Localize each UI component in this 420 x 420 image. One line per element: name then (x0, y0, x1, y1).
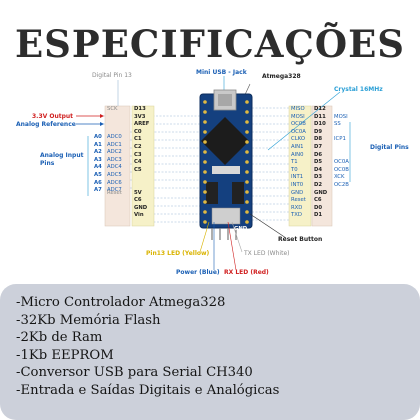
label-digital-pin-13: Digital Pin 13 (92, 72, 132, 79)
spec-item: -Micro Controlador Atmega328 (16, 295, 226, 310)
label-reset-button: Reset Button (278, 236, 323, 243)
label-pin13-led: Pin13 LED (Yellow) (146, 250, 210, 257)
arduino-nano-pinout-diagram: Digital Pin 13 Mini USB - Jack Atmega328… (0, 64, 420, 288)
label-tx-led: TX LED (White) (244, 250, 290, 257)
label-3v3-output: 3.3V Output (32, 113, 74, 120)
board-gnd-label: GND (234, 226, 248, 232)
spec-item: -Conversor USB para Serial CH340 (16, 365, 253, 381)
label-crystal: Crystal 16MHz (334, 86, 383, 93)
label-rx-led: RX LED (Red) (224, 269, 269, 276)
right-column-c-pins: MOSI SS ICP1 OC0A OC0B XCK OC2B (334, 113, 349, 188)
right-column-b-pins: D12 D11 D10 D9 D8 D7 D6 D5 D4 D3 D2 GND … (314, 106, 328, 219)
label-analog-input-pins: Analog Input Pins (40, 152, 84, 167)
label-analog-reference: Analog Reference (16, 121, 76, 128)
specifications-panel: -Micro Controlador Atmega328 -32Kb Memór… (0, 284, 420, 420)
label-mini-usb: Mini USB - Jack (196, 69, 247, 76)
left-column-b-pins: D13 3V3 AREF C0 C1 C2 C3 C4 C5 5V C6 GND… (134, 106, 150, 219)
left-column-a-pins: SCK Reset (107, 106, 122, 196)
label-digital-pins: Digital Pins (370, 144, 409, 151)
spec-item: -Entrada e Saídas Digitais e Analógicas (16, 382, 280, 398)
left-analog-pin-names: A0 A1 A2 A3 A4 A5 A6 A7 (94, 134, 102, 194)
specifications-list: -Micro Controlador Atmega328 -32Kb Memór… (16, 294, 279, 400)
label-power-led: Power (Blue) (176, 269, 220, 276)
right-column-a-pins: MISO MOSI OC0B OC0A CLKO AIN1 AIN0 T1 T0… (291, 106, 306, 219)
page-title: ESPECIFICAÇÕES (14, 22, 406, 66)
pinout-lines (76, 76, 351, 271)
left-adc-pin-names: ADC0 ADC1 ADC2 ADC3 ADC4 ADC5 ADC6 ADC7 (107, 134, 122, 194)
label-atmega328: Atmega328 (262, 73, 301, 80)
spec-item: -2Kb de Ram (16, 330, 103, 346)
spec-item: -1Kb EEPROM (16, 347, 114, 363)
spec-item: -32Kb Memória Flash (16, 312, 161, 328)
